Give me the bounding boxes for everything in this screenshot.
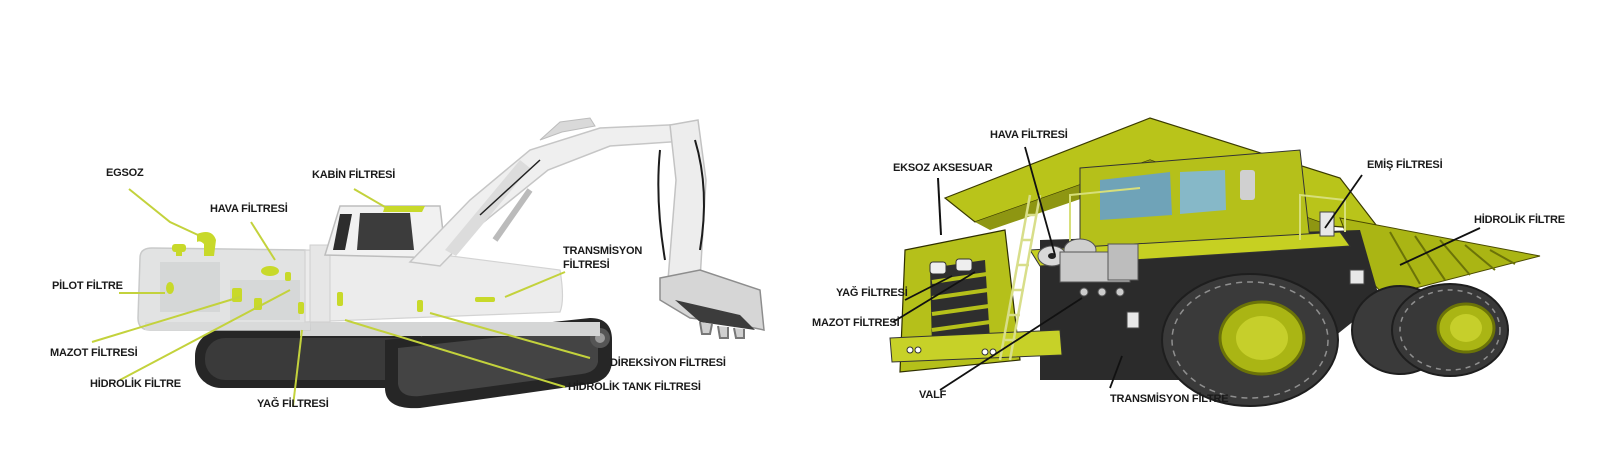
excavator-engine-house	[137, 247, 311, 331]
label-truck-hidrolik-filtre: HİDROLİK FİLTRE	[1474, 214, 1565, 226]
label-transmisyon-filtresi-line2: FİLTRESİ	[563, 259, 610, 271]
label-yag-filtresi: YAĞ FİLTRESİ	[257, 398, 329, 410]
excavator-bucket	[659, 269, 765, 339]
label-truck-hava-filtresi: HAVA FİLTRESİ	[990, 129, 1068, 141]
exhaust-pipe-highlight	[197, 232, 216, 256]
truck-air-filters	[1037, 211, 1365, 329]
label-transmisyon-filtre: TRANSMİSYON FİLTRE	[1110, 393, 1229, 405]
truck-ladder	[998, 194, 1042, 361]
truck-front	[889, 229, 1063, 373]
label-valf: VALF	[919, 389, 947, 401]
truck-wheels	[1161, 273, 1509, 407]
excavator-stick	[657, 119, 707, 291]
excavator-illustration	[91, 117, 765, 409]
excavator-track-rear	[195, 330, 430, 388]
label-transmisyon-filtresi-line1: TRANSMİSYON	[563, 245, 643, 257]
label-eksoz-aksesuar: EKSOZ AKSESUAR	[893, 162, 993, 174]
label-emis-filtresi: EMİŞ FİLTRESİ	[1367, 159, 1443, 171]
label-hidrolik-tank-filtresi: HİDROLİK TANK FİLTRESİ	[568, 381, 701, 393]
label-kabin-filtresi: KABİN FİLTRESİ	[312, 169, 396, 181]
label-truck-yag-filtresi: YAĞ FİLTRESİ	[836, 287, 908, 299]
dump-truck-illustration	[889, 117, 1541, 407]
excavator-boom	[408, 117, 702, 267]
excavator-cab	[323, 205, 447, 259]
label-mazot-filtresi: MAZOT FİLTRESİ	[50, 347, 138, 359]
truck-cab	[1079, 149, 1311, 251]
label-direksiyon-filtresi: DİREKSİYON FİLTRESİ	[610, 357, 726, 369]
label-pilot-filtre: PİLOT FİLTRE	[52, 280, 123, 292]
label-hidrolik-filtre: HİDROLİK FİLTRE	[90, 378, 181, 390]
label-egsoz: EGSOZ	[106, 167, 144, 179]
excavator-leader-lines	[91, 188, 591, 407]
excavator-track-front	[385, 318, 612, 409]
truck-leader-lines	[892, 146, 1481, 391]
label-truck-mazot-filtresi: MAZOT FİLTRESİ	[812, 317, 900, 329]
label-hava-filtresi: HAVA FİLTRESİ	[210, 203, 288, 215]
